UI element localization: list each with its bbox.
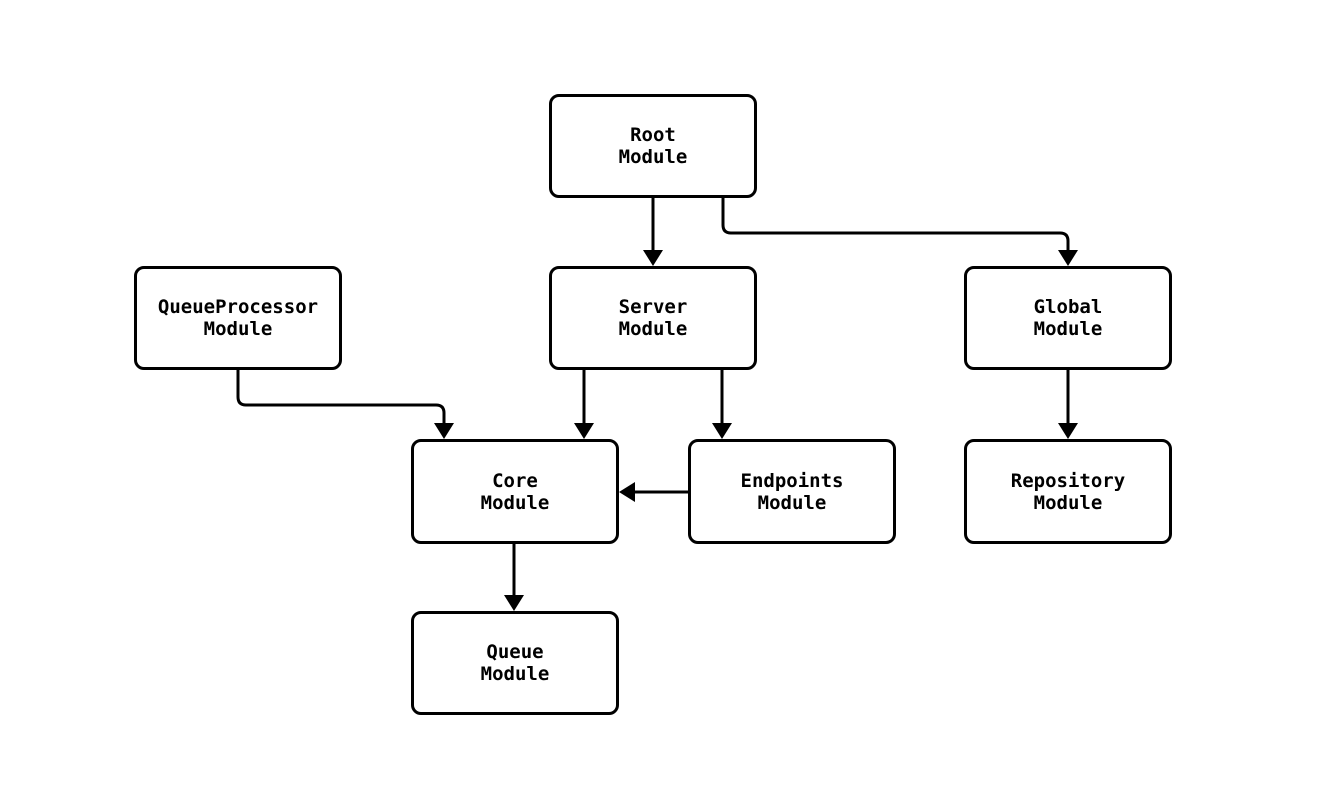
arrowhead-root-server — [643, 250, 663, 266]
node-label-line2: Module — [618, 318, 688, 340]
arrowhead-server-endpoints — [712, 423, 732, 439]
edge-root-global — [721, 198, 1070, 250]
node-label-line2: Module — [480, 491, 550, 514]
node-label-line2: Module — [1033, 318, 1103, 340]
node-label-line1: Repository — [1010, 469, 1126, 492]
node-label-line2: Module — [480, 663, 550, 685]
node-label-line2: Module — [618, 146, 688, 168]
node-label-line2: Module — [757, 491, 827, 514]
node-label-line2: Module — [1033, 491, 1103, 514]
node-label-line1: Endpoints — [740, 469, 844, 492]
arrowhead-global-repository — [1058, 423, 1078, 439]
node-label-line1: Root — [630, 124, 676, 146]
node-label-line1: Core — [492, 469, 538, 492]
node-label-line1: QueueProcessor — [157, 296, 319, 318]
arrowhead-endpoints-core — [619, 482, 635, 502]
arrowhead-root-global — [1058, 250, 1078, 266]
arrowhead-core-queue — [504, 595, 524, 611]
node-label-line1: Server — [618, 296, 688, 318]
node-label-line2: Module — [203, 318, 273, 340]
edge-queueprocessor-core — [236, 370, 446, 423]
node-label-line1: Queue — [486, 641, 544, 663]
arrowhead-queueprocessor-core — [434, 423, 454, 439]
arrowhead-server-core — [574, 423, 594, 439]
node-label-line1: Global — [1033, 296, 1103, 318]
